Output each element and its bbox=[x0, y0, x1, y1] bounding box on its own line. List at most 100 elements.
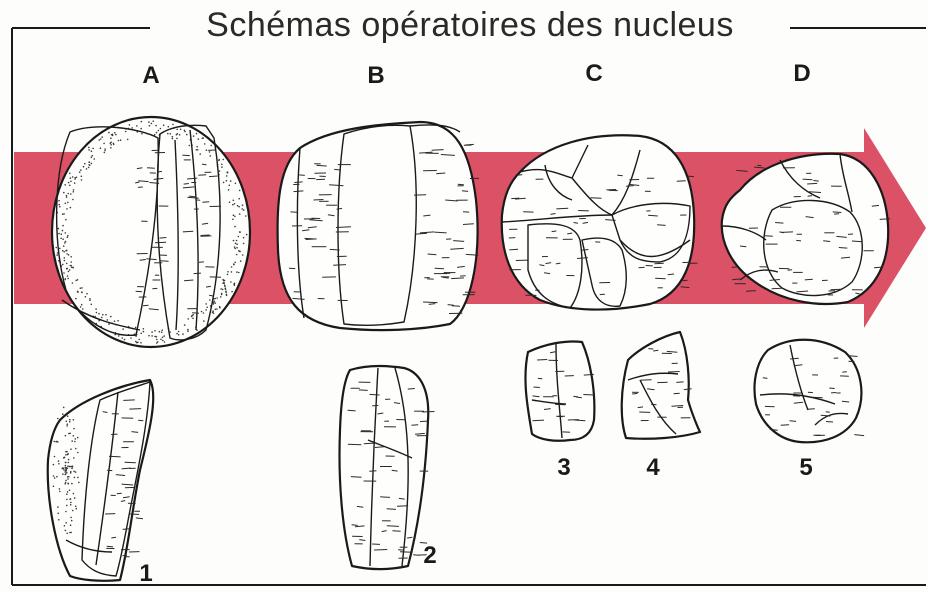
nucleus-c bbox=[502, 135, 698, 309]
cortex-dot bbox=[238, 198, 240, 200]
cortex-dot bbox=[216, 297, 218, 299]
cortex-dot bbox=[234, 262, 236, 264]
flake-scar-mark bbox=[111, 537, 116, 538]
cortex-dot bbox=[98, 313, 100, 315]
flake-scar-mark bbox=[435, 268, 444, 269]
flake-scar-mark bbox=[432, 150, 444, 151]
flake-scar-mark bbox=[517, 175, 522, 176]
cortex-dot bbox=[53, 441, 55, 443]
cortex-dot bbox=[66, 195, 68, 197]
cortex-dot bbox=[53, 464, 55, 466]
flake-scar-mark bbox=[370, 394, 380, 395]
cortex-dot bbox=[67, 465, 69, 467]
cortex-dot bbox=[243, 243, 245, 245]
cortex-dot bbox=[154, 134, 156, 136]
cortex-dot bbox=[69, 269, 71, 271]
flake-5 bbox=[755, 340, 865, 443]
cortex-dot bbox=[57, 513, 59, 515]
cortex-dot bbox=[236, 271, 238, 273]
cortex-dot bbox=[66, 499, 68, 501]
flake-3 bbox=[525, 341, 594, 440]
cortex-dot bbox=[178, 334, 180, 336]
flake-scar-mark bbox=[369, 471, 376, 472]
cortex-dot bbox=[233, 200, 235, 202]
cortex-dot bbox=[243, 237, 245, 239]
flake-scar-mark bbox=[655, 263, 664, 264]
cortex-dot bbox=[63, 192, 65, 194]
cortex-dot bbox=[89, 300, 91, 302]
cortex-dot bbox=[77, 437, 79, 439]
cortex-dot bbox=[141, 121, 143, 123]
flake-scar-mark bbox=[109, 456, 121, 457]
flake-scar-mark bbox=[194, 273, 201, 274]
flake-scar-mark bbox=[880, 219, 891, 220]
cortex-dot bbox=[63, 245, 65, 247]
cortex-dot bbox=[62, 230, 64, 232]
cortex-dot bbox=[58, 204, 60, 206]
cortex-dot bbox=[77, 291, 79, 293]
cortex-dot bbox=[96, 312, 98, 314]
cortex-dot bbox=[151, 335, 153, 337]
flake-scar-mark bbox=[688, 176, 694, 177]
cortex-dot bbox=[67, 235, 69, 237]
cortex-dot bbox=[172, 138, 174, 140]
cortex-dot bbox=[236, 243, 238, 245]
cortex-dot bbox=[224, 280, 226, 282]
cortex-dot bbox=[231, 266, 233, 268]
cortex-dot bbox=[64, 279, 66, 281]
flake-scar-mark bbox=[803, 179, 813, 180]
cortex-dot bbox=[192, 318, 194, 320]
schema-label-c: C bbox=[574, 60, 614, 88]
cortex-dot bbox=[225, 288, 227, 290]
cortex-dot bbox=[53, 486, 55, 488]
cortex-dot bbox=[67, 468, 69, 470]
cortex-dot bbox=[100, 147, 102, 149]
cortex-dot bbox=[95, 308, 97, 310]
flake-scar-mark bbox=[763, 378, 768, 379]
flake-scar-mark bbox=[746, 291, 756, 292]
cortex-dot bbox=[198, 138, 200, 140]
cortex-dot bbox=[148, 121, 150, 123]
cortex-dot bbox=[69, 532, 71, 534]
cortex-dot bbox=[104, 150, 106, 152]
flake-scar-mark bbox=[775, 223, 783, 224]
cortex-dot bbox=[68, 254, 70, 256]
cortex-dot bbox=[110, 147, 112, 149]
cortex-dot bbox=[64, 525, 66, 527]
flake-scar-mark bbox=[380, 497, 390, 498]
cortex-dot bbox=[118, 335, 120, 337]
flake-scar-mark bbox=[626, 186, 634, 187]
cortex-dot bbox=[108, 323, 110, 325]
cortex-dot bbox=[214, 300, 216, 302]
cortex-dot bbox=[70, 177, 72, 179]
cortex-dot bbox=[72, 199, 74, 201]
cortex-dot bbox=[107, 319, 109, 321]
cortex-dot bbox=[64, 467, 66, 469]
cortex-dot bbox=[124, 339, 126, 341]
cortex-dot bbox=[64, 257, 66, 259]
cortex-dot bbox=[234, 283, 236, 285]
cortex-dot bbox=[74, 177, 76, 179]
flake-scar-mark bbox=[639, 267, 645, 268]
cortex-dot bbox=[101, 317, 103, 319]
cortex-dot bbox=[226, 175, 228, 177]
cortex-dot bbox=[73, 493, 75, 495]
flake-scar-mark bbox=[683, 280, 688, 281]
flake-scar-mark bbox=[765, 236, 773, 237]
cortex-dot bbox=[191, 315, 193, 317]
flake-scar-mark bbox=[796, 240, 801, 241]
flake-scar-mark bbox=[831, 289, 842, 290]
flake-scar-mark bbox=[107, 546, 113, 547]
flake-scar-mark bbox=[314, 200, 324, 201]
flake-scar-mark bbox=[306, 239, 317, 240]
cortex-dot bbox=[214, 298, 216, 300]
cortex-dot bbox=[62, 238, 64, 240]
flake-4 bbox=[622, 332, 700, 439]
cortex-dot bbox=[98, 139, 100, 141]
cortex-dot bbox=[70, 517, 72, 519]
cortex-dot bbox=[63, 469, 65, 471]
schema-label-a: A bbox=[131, 62, 171, 90]
cortex-dot bbox=[114, 320, 116, 322]
cortex-dot bbox=[227, 271, 229, 273]
cortex-dot bbox=[242, 254, 244, 256]
